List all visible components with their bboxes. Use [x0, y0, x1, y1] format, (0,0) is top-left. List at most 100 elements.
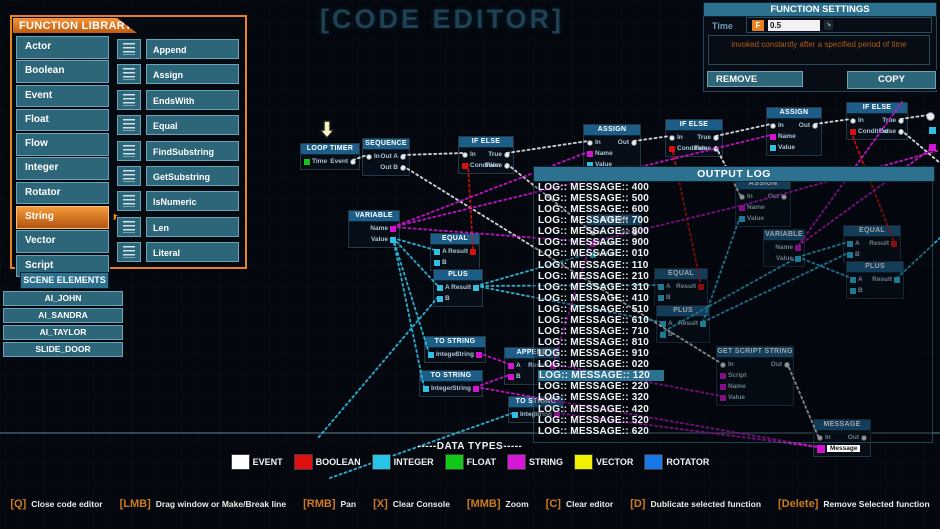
- pin-false[interactable]: False: [485, 161, 510, 170]
- log-entry[interactable]: LOG:: MESSAGE:: 500: [538, 193, 930, 204]
- function-row-isnumeric[interactable]: IsNumeric: [117, 191, 239, 212]
- log-entry[interactable]: LOG:: MESSAGE:: 020: [538, 359, 930, 370]
- pin-false[interactable]: False: [694, 144, 719, 153]
- pin-true[interactable]: True: [488, 150, 510, 159]
- pin-in[interactable]: In: [587, 138, 613, 147]
- pin-false[interactable]: False: [879, 127, 904, 136]
- function-row-getsubstring[interactable]: GetSubstring: [117, 165, 239, 186]
- category-actor[interactable]: Actor: [16, 36, 109, 59]
- function-row-findsubstring[interactable]: FindSubstring: [117, 140, 239, 161]
- pin-script[interactable]: Script: [720, 371, 746, 380]
- pin-out-b[interactable]: Out B: [380, 163, 406, 172]
- exec-edge-pin[interactable]: [926, 112, 935, 121]
- pin-b[interactable]: B: [850, 286, 863, 295]
- category-float[interactable]: Float: [16, 108, 109, 132]
- log-entry[interactable]: LOG:: MESSAGE:: 010: [538, 248, 930, 259]
- log-entry[interactable]: LOG:: MESSAGE:: 600: [538, 204, 930, 215]
- pin-result[interactable]: Result: [448, 247, 476, 256]
- category-event[interactable]: Event: [16, 84, 109, 108]
- log-entry[interactable]: LOG:: MESSAGE:: 700: [538, 215, 930, 226]
- pin-name[interactable]: Name: [370, 224, 396, 233]
- pin-value[interactable]: Value: [370, 235, 396, 244]
- log-entry[interactable]: LOG:: MESSAGE:: 900: [538, 237, 930, 248]
- pin-true[interactable]: True: [882, 116, 904, 125]
- pin-a[interactable]: A: [508, 361, 521, 370]
- pin-name[interactable]: Name: [587, 149, 613, 158]
- pin-time[interactable]: Time: [304, 157, 327, 166]
- function-row-append[interactable]: Append: [117, 39, 239, 59]
- pin-b[interactable]: B: [847, 250, 860, 259]
- pin-event[interactable]: Event: [330, 157, 356, 166]
- pin-b[interactable]: B: [437, 294, 450, 303]
- pin-a[interactable]: A: [434, 247, 447, 256]
- pin-in[interactable]: In: [462, 150, 491, 159]
- pin-in[interactable]: In: [770, 121, 796, 130]
- pin-b[interactable]: B: [508, 372, 521, 381]
- log-entry[interactable]: LOG:: MESSAGE:: 310: [538, 282, 930, 293]
- log-entry[interactable]: LOG:: MESSAGE:: 520: [538, 415, 930, 426]
- pin-out[interactable]: Out: [618, 138, 637, 147]
- time-value-input[interactable]: [768, 19, 820, 31]
- category-rotator[interactable]: Rotator: [16, 181, 109, 205]
- pin-true[interactable]: True: [697, 133, 719, 142]
- pin-result[interactable]: Result: [451, 283, 479, 292]
- output-log-title[interactable]: OUTPUT LOG: [533, 166, 935, 182]
- copy-button[interactable]: COPY: [847, 71, 936, 89]
- log-entry[interactable]: LOG:: MESSAGE:: 400: [538, 182, 930, 193]
- log-entry[interactable]: LOG:: MESSAGE:: 810: [538, 337, 930, 348]
- string-edge-pin[interactable]: [929, 144, 936, 151]
- log-entry[interactable]: LOG:: MESSAGE:: 320: [538, 392, 930, 403]
- pin-integer[interactable]: Integer: [423, 384, 453, 393]
- pin-in[interactable]: In: [669, 133, 699, 142]
- pin-result[interactable]: Result: [872, 275, 900, 284]
- pin-in[interactable]: In: [850, 116, 883, 125]
- log-entry[interactable]: LOG:: MESSAGE:: 410: [538, 293, 930, 304]
- function-row-assign[interactable]: Assign: [117, 64, 239, 85]
- log-entry[interactable]: LOG:: MESSAGE:: 210: [538, 271, 930, 282]
- pin-value[interactable]: Value: [770, 143, 796, 152]
- pin-string[interactable]: String: [452, 384, 479, 393]
- log-entry[interactable]: LOG:: MESSAGE:: 710: [538, 326, 930, 337]
- pin-a[interactable]: A: [437, 283, 450, 292]
- scene-element-ai-john[interactable]: AI_JOHN: [3, 291, 123, 306]
- function-row-literal[interactable]: Literal: [117, 242, 239, 263]
- pin-integer[interactable]: Integer: [428, 350, 458, 359]
- pin-out[interactable]: Out: [848, 433, 867, 442]
- scene-element-slide-door[interactable]: SLIDE_DOOR: [3, 342, 123, 357]
- function-row-endswith[interactable]: EndsWith: [117, 89, 239, 110]
- pin-name[interactable]: Name: [770, 132, 796, 141]
- log-entry[interactable]: LOG:: MESSAGE:: 800: [538, 226, 930, 237]
- function-row-equal[interactable]: Equal: [117, 115, 239, 136]
- scene-element-ai-taylor[interactable]: AI_TAYLOR: [3, 325, 123, 340]
- log-entry[interactable]: LOG:: MESSAGE:: 910: [538, 348, 930, 359]
- integer-edge-pin[interactable]: [929, 127, 936, 134]
- remove-button[interactable]: REMOVE: [707, 71, 803, 87]
- pin-out-a[interactable]: Out A: [380, 152, 406, 161]
- pin-b[interactable]: B: [434, 258, 447, 267]
- log-entry[interactable]: LOG:: MESSAGE:: 120: [538, 370, 930, 382]
- pin-a[interactable]: A: [850, 275, 863, 284]
- log-entry[interactable]: LOG:: MESSAGE:: 110: [538, 260, 930, 271]
- log-entry[interactable]: LOG:: MESSAGE:: 610: [538, 315, 930, 326]
- pin-out[interactable]: Out: [799, 121, 818, 130]
- stepper-arrows-icon[interactable]: ↘: [824, 20, 833, 30]
- log-entry[interactable]: LOG:: MESSAGE:: 420: [538, 404, 930, 415]
- scene-element-ai-sandra[interactable]: AI_SANDRA: [3, 308, 123, 323]
- category-boolean[interactable]: Boolean: [16, 60, 109, 83]
- category-integer[interactable]: Integer: [16, 157, 109, 180]
- function-row-len[interactable]: Len: [117, 216, 239, 237]
- category-string[interactable]: String: [16, 206, 109, 229]
